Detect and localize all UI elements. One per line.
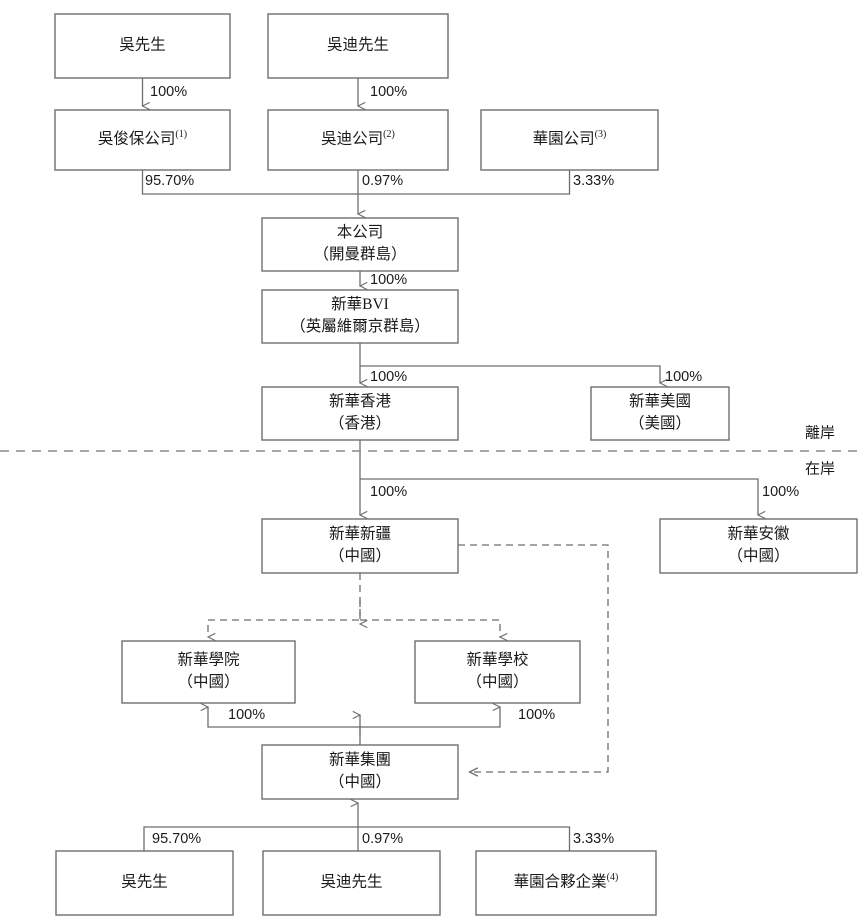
- entity-jurisdiction: （美國）: [629, 414, 691, 432]
- entity-box-outline: [475, 850, 657, 916]
- ownership-percent-label: 95.70%: [152, 831, 201, 847]
- connector-line: [208, 707, 361, 745]
- entity-box-outline: [261, 386, 459, 441]
- ownership-percent-label: 100%: [762, 484, 799, 500]
- ownership-percent-layer: 100% 100% 95.70% 0.97% 3.33% 100% 100% 100% 100%…: [145, 84, 799, 847]
- entity-name: 新華集團: [329, 751, 391, 769]
- entity-name: 新華美國: [629, 392, 691, 410]
- entity-box-wu_di_mr_top: 吳迪先生: [267, 13, 449, 79]
- connector-line: [141, 170, 360, 195]
- entity-box-wu_mr_bottom: 吳先生: [55, 850, 234, 916]
- entity-footnote-marker: (3): [595, 129, 607, 140]
- entity-name: 吳迪先生: [320, 873, 382, 891]
- connector-line: [360, 707, 500, 728]
- entity-name: 本公司: [337, 223, 384, 241]
- entity-box-layer: 吳先生吳迪先生吳俊保公司(1)吳迪公司(2)華園公司(3)本公司（開曼群島）新華…: [54, 13, 858, 916]
- entity-box-xinhua_bvi: 新華BVI （英屬維爾京群島）: [261, 289, 459, 344]
- connector-line: [208, 573, 361, 637]
- entity-box-wu_mr_top: 吳先生: [54, 13, 231, 79]
- entity-name: 吳先生: [119, 36, 166, 54]
- entity-box-outline: [590, 386, 730, 441]
- entity-box-outline: [261, 217, 459, 272]
- ownership-percent-label: 100%: [370, 369, 407, 385]
- entity-name: 新華學院: [177, 650, 239, 669]
- ownership-percent-label: 100%: [228, 707, 265, 723]
- entity-jurisdiction: （中國）: [466, 673, 528, 691]
- connector-line: [458, 544, 609, 772]
- connector-line: [360, 619, 500, 637]
- entity-box-outline: [267, 13, 449, 79]
- onshore-zone-label: 在岸: [805, 460, 835, 477]
- entity-box-outline: [54, 13, 231, 79]
- entity-box-hua_yuan_lp: 華園合夥企業(4): [475, 850, 657, 916]
- entity-jurisdiction: （開曼群島）: [313, 245, 406, 263]
- entity-name: 新華安徽: [727, 525, 790, 543]
- entity-jurisdiction: （香港）: [329, 414, 391, 432]
- entity-box-company: 本公司 （開曼群島）: [261, 217, 459, 272]
- entity-name: 吳迪先生: [327, 36, 389, 54]
- entity-jurisdiction: （中國）: [329, 773, 391, 791]
- ownership-percent-label: 100%: [665, 369, 702, 385]
- offshore-zone-label: 離岸: [805, 423, 835, 441]
- entity-box-outline: [261, 744, 459, 800]
- entity-name: 華園公司(3): [533, 129, 607, 148]
- entity-box-outline: [480, 109, 659, 171]
- ownership-percent-label: 100%: [370, 84, 407, 100]
- entity-box-outline: [55, 850, 234, 916]
- entity-name: 華園合夥企業(4): [514, 872, 619, 891]
- ownership-percent-label: 0.97%: [362, 173, 403, 189]
- entity-footnote-marker: (2): [383, 129, 395, 140]
- entity-box-xinhua_hk: 新華香港 （香港）: [261, 386, 459, 441]
- entity-box-outline: [261, 289, 459, 344]
- ownership-percent-label: 100%: [370, 484, 407, 500]
- ownership-percent-label: 95.70%: [145, 173, 194, 189]
- entity-box-outline: [261, 518, 459, 574]
- entity-box-xinhua_xinjiang: 新華新疆 （中國）: [261, 518, 459, 574]
- entity-name: 新華香港: [329, 392, 392, 410]
- entity-jurisdiction: （中國）: [329, 547, 391, 565]
- ownership-percent-label: 3.33%: [573, 831, 614, 847]
- connector-layer: [143, 78, 759, 851]
- entity-box-outline: [262, 850, 441, 916]
- entity-name: 吳先生: [121, 873, 168, 891]
- entity-box-outline: [659, 518, 858, 574]
- entity-name: 吳俊保公司(1): [98, 129, 187, 148]
- entity-jurisdiction: （英屬維爾京群島）: [290, 317, 430, 335]
- entity-box-outline: [54, 109, 231, 171]
- entity-box-xinhua_group: 新華集團 （中國）: [261, 744, 459, 800]
- connector-line: [360, 365, 660, 383]
- entity-box-wu_jun_bao_co: 吳俊保公司(1): [54, 109, 231, 171]
- entity-box-wu_di_mr_bottom: 吳迪先生: [262, 850, 441, 916]
- entity-box-xinhua_college: 新華學院 （中國）: [121, 640, 296, 704]
- entity-footnote-marker: (1): [175, 129, 187, 140]
- entity-footnote-marker: (4): [607, 872, 619, 883]
- entity-jurisdiction: （中國）: [177, 673, 239, 691]
- entity-box-xinhua_school: 新華學校 （中國）: [414, 640, 581, 704]
- entity-jurisdiction: （中國）: [727, 547, 789, 565]
- entity-box-outline: [267, 109, 449, 171]
- ownership-percent-label: 0.97%: [362, 831, 403, 847]
- entity-box-xinhua_usa: 新華美國 （美國）: [590, 386, 730, 441]
- entity-name: 新華新疆: [329, 525, 391, 543]
- entity-box-wu_di_co: 吳迪公司(2): [267, 109, 449, 171]
- entity-name: 吳迪公司(2): [321, 129, 395, 148]
- connector-line: [360, 826, 571, 851]
- entity-box-outline: [414, 640, 581, 704]
- ownership-percent-label: 100%: [370, 272, 407, 288]
- entity-box-xinhua_anhui: 新華安徽 （中國）: [659, 518, 858, 574]
- connector-line: [360, 170, 571, 195]
- entity-box-hua_yuan_co: 華園公司(3): [480, 109, 659, 171]
- ownership-percent-label: 3.33%: [573, 173, 614, 189]
- ownership-percent-label: 100%: [150, 84, 187, 100]
- connector-line: [360, 478, 758, 515]
- connector-line: [143, 826, 360, 851]
- entity-box-outline: [121, 640, 296, 704]
- entity-name: 新華BVI: [331, 295, 389, 313]
- ownership-percent-label: 100%: [518, 707, 555, 723]
- entity-name: 新華學校: [466, 650, 528, 669]
